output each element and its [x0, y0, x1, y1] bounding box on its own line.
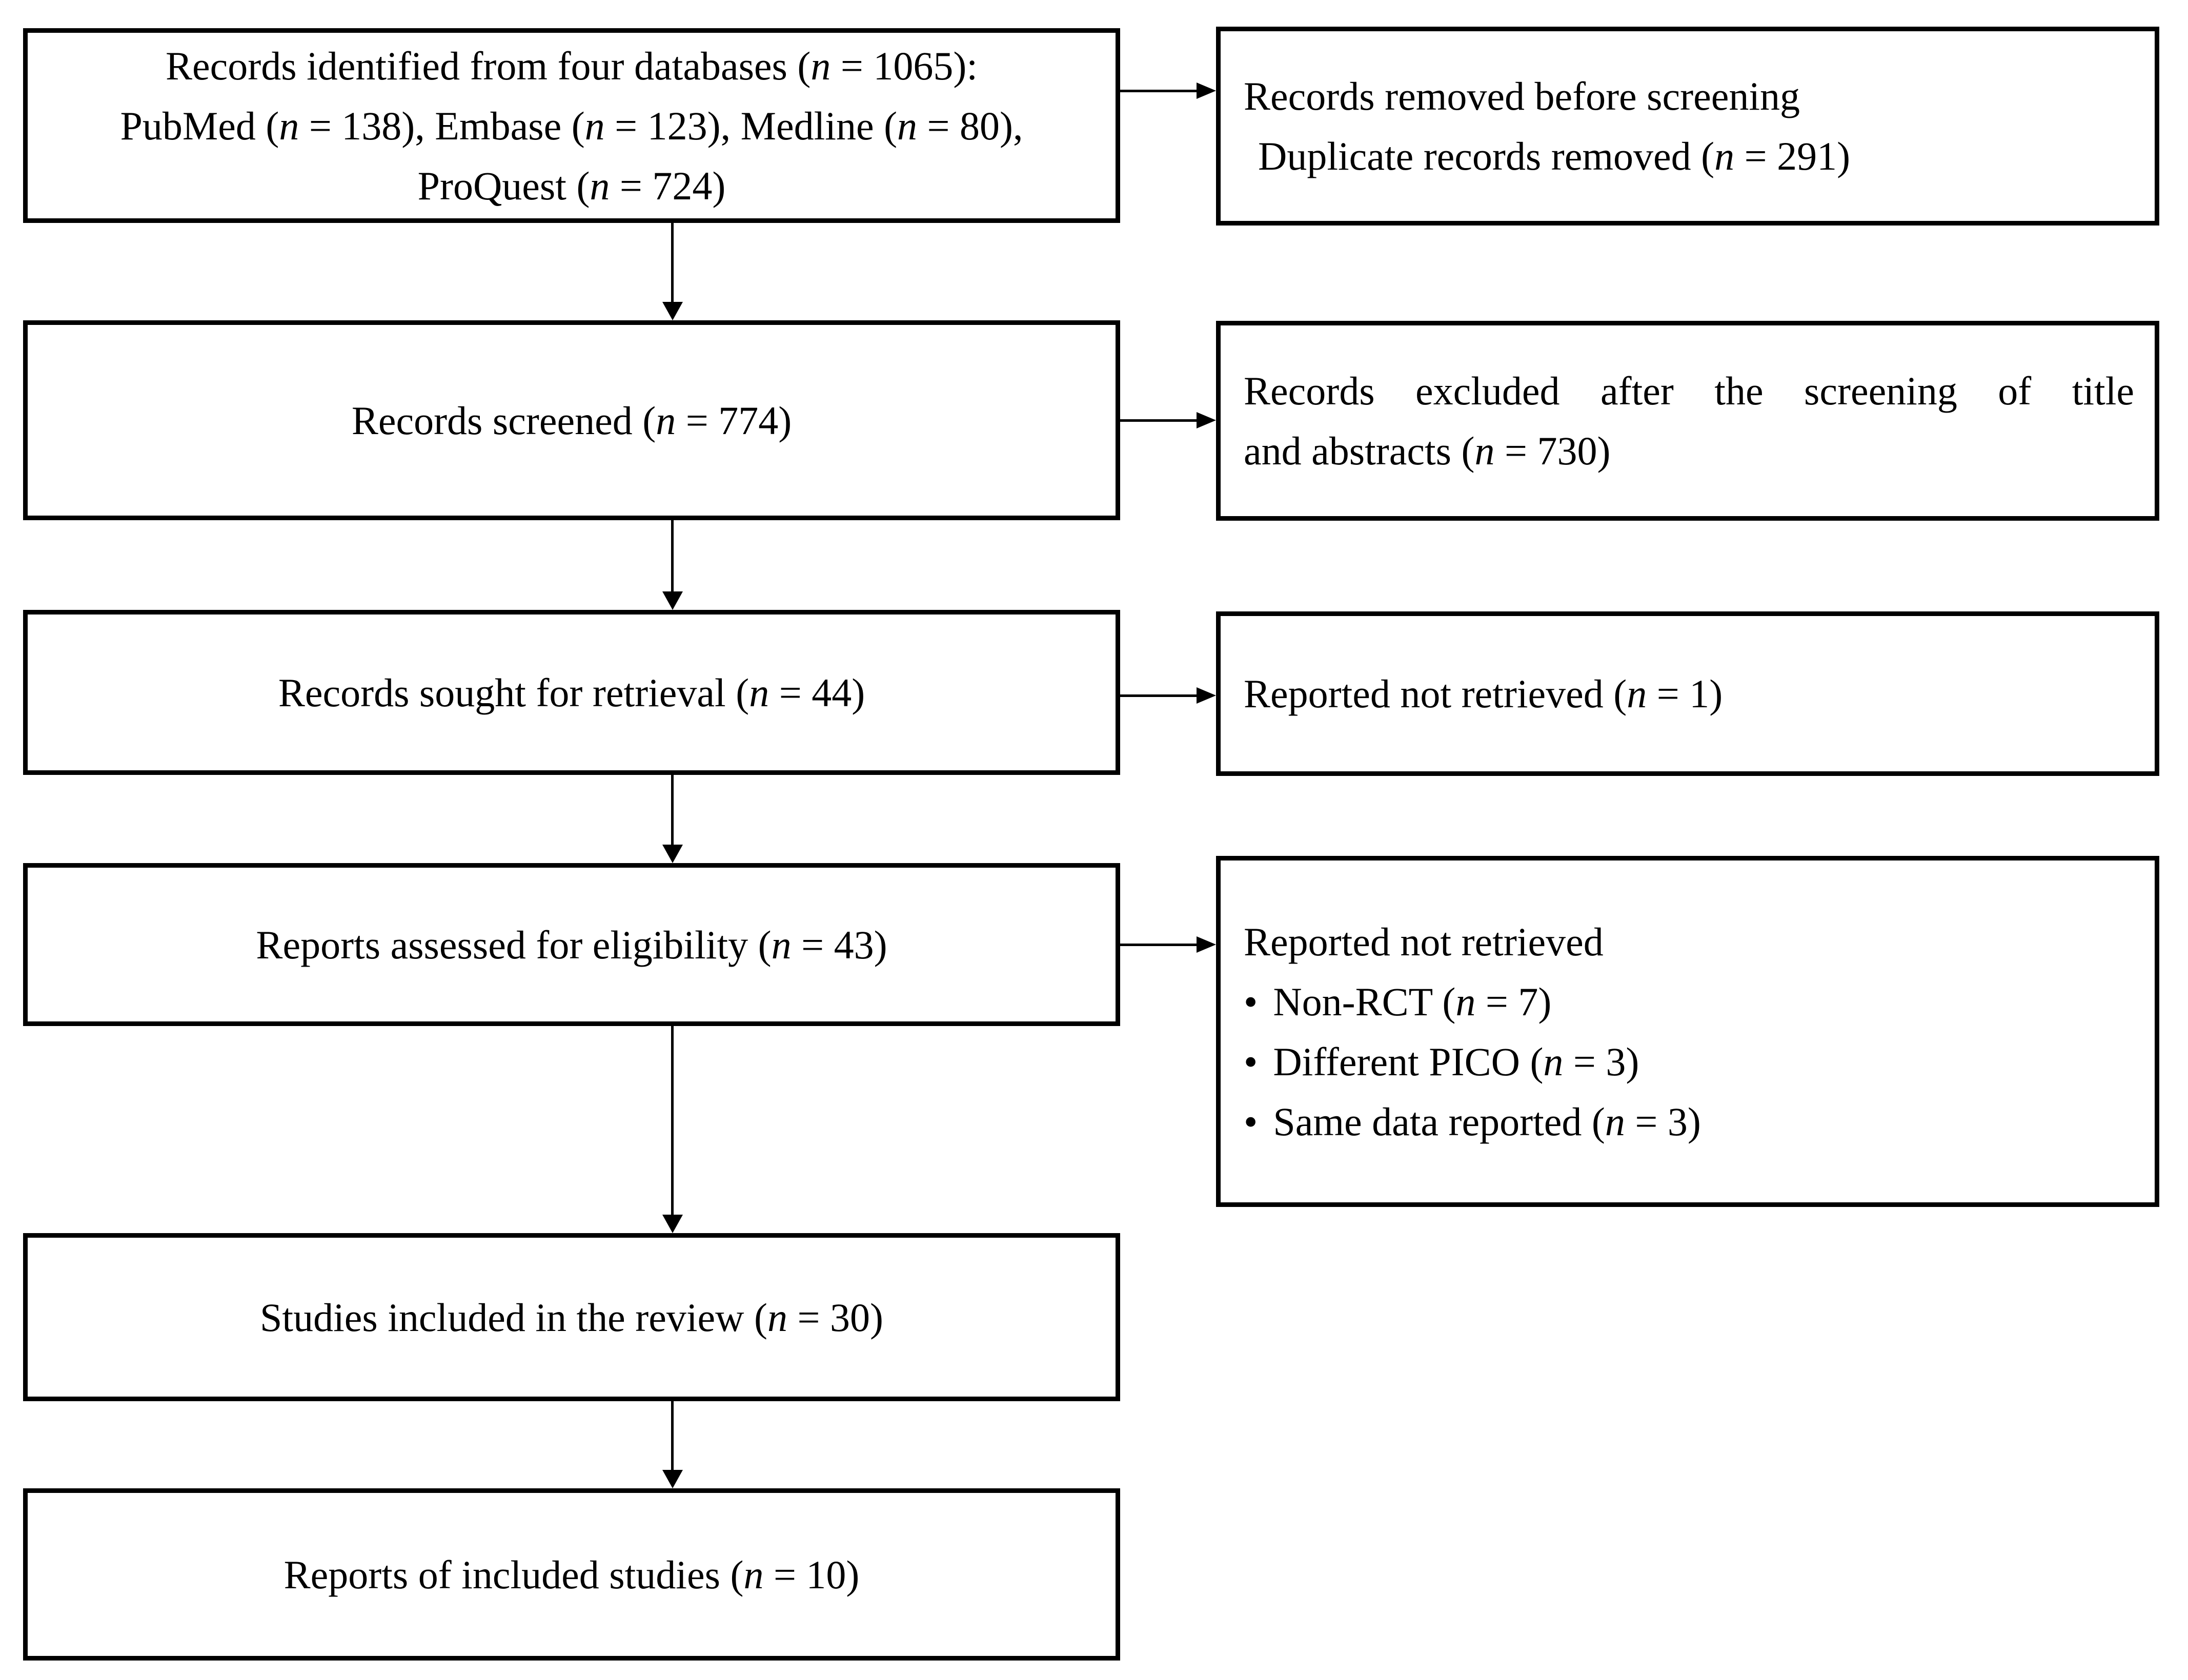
- box-reports-assessed: Reports assessed for eligibility (n = 43…: [23, 863, 1120, 1026]
- n-italic: n: [749, 670, 769, 715]
- box-records-screened: Records screened (n = 774): [23, 320, 1120, 520]
- box-records-sought: Records sought for retrieval (n = 44): [23, 610, 1120, 775]
- box-exclusion-reasons: Reported not retrieved Non-RCT (n = 7) D…: [1216, 856, 2159, 1207]
- n-italic: n: [584, 103, 605, 148]
- n-italic: n: [1474, 428, 1495, 473]
- records-excluded-line1: Records excluded after the screening of …: [1244, 368, 2134, 413]
- arrow-assessed-to-reasons-line: [1120, 944, 1200, 946]
- records-excluded-line2: and abstracts (n = 730): [1244, 428, 1611, 473]
- arrow-screened-to-sought-head-icon: [662, 591, 683, 610]
- box-reported-not-retrieved: Reported not retrieved (n = 1): [1216, 611, 2159, 776]
- arrow-assessed-to-reasons-head-icon: [1197, 936, 1216, 953]
- arrow-included-to-reports-head-icon: [662, 1470, 683, 1488]
- n-italic: n: [1455, 979, 1476, 1024]
- box-records-identified: Records identified from four databases (…: [23, 28, 1120, 223]
- arrow-sought-to-assessed-line: [671, 775, 674, 846]
- studies-included-text: Studies included in the review (n = 30): [260, 1295, 883, 1340]
- exclusion-reason-same-data: Same data reported (n = 3): [1244, 1092, 2134, 1152]
- n-italic: n: [279, 103, 299, 148]
- box-records-removed: Records removed before screening Duplica…: [1216, 27, 2159, 226]
- arrow-included-to-reports-line: [671, 1401, 674, 1471]
- records-identified-line3: ProQuest (n = 724): [417, 163, 726, 208]
- exclusion-reason-non-rct: Non-RCT (n = 7): [1244, 972, 2134, 1032]
- arrow-sought-to-assessed-head-icon: [662, 845, 683, 863]
- reports-assessed-text: Reports assessed for eligibility (n = 43…: [256, 922, 887, 967]
- arrow-screened-to-excluded-head-icon: [1197, 412, 1216, 428]
- records-identified-line1: Records identified from four databases (…: [165, 43, 978, 88]
- n-italic: n: [811, 43, 831, 88]
- n-italic: n: [1627, 671, 1647, 716]
- arrow-screened-to-sought-line: [671, 520, 674, 592]
- reported-not-retrieved-text: Reported not retrieved (n = 1): [1244, 671, 1723, 716]
- records-removed-line2: Duplicate records removed (n = 291): [1258, 134, 1851, 178]
- arrow-identified-to-removed-line: [1120, 90, 1200, 92]
- n-italic: n: [771, 922, 792, 967]
- arrow-identified-to-removed-head-icon: [1197, 83, 1216, 99]
- n-italic: n: [1543, 1039, 1564, 1084]
- n-italic: n: [656, 398, 676, 443]
- records-sought-text: Records sought for retrieval (n = 44): [278, 670, 865, 715]
- box-records-excluded: Records excluded after the screening of …: [1216, 321, 2159, 521]
- n-italic: n: [743, 1552, 764, 1597]
- n-italic: n: [897, 103, 918, 148]
- arrow-screened-to-excluded-line: [1120, 419, 1200, 422]
- n-italic: n: [590, 163, 610, 208]
- records-identified-line2: PubMed (n = 138), Embase (n = 123), Medl…: [120, 103, 1023, 148]
- records-screened-text: Records screened (n = 774): [351, 398, 792, 443]
- box-reports-included: Reports of included studies (n = 10): [23, 1488, 1120, 1661]
- arrow-sought-to-notretrieved-line: [1120, 694, 1200, 697]
- reports-included-text: Reports of included studies (n = 10): [283, 1552, 860, 1597]
- arrow-assessed-to-included-line: [671, 1026, 674, 1216]
- n-italic: n: [1714, 134, 1735, 178]
- n-italic: n: [1605, 1099, 1625, 1144]
- arrow-identified-to-screened-head-icon: [662, 302, 683, 320]
- records-removed-line1: Records removed before screening: [1244, 74, 1800, 118]
- arrow-identified-to-screened-line: [671, 223, 674, 303]
- arrow-sought-to-notretrieved-head-icon: [1197, 687, 1216, 704]
- box-studies-included: Studies included in the review (n = 30): [23, 1233, 1120, 1401]
- exclusion-reasons-list: Non-RCT (n = 7) Different PICO (n = 3) S…: [1244, 972, 2134, 1152]
- n-italic: n: [767, 1295, 787, 1340]
- exclusion-reasons-title: Reported not retrieved: [1244, 919, 1604, 964]
- exclusion-reason-different-pico: Different PICO (n = 3): [1244, 1032, 2134, 1092]
- arrow-assessed-to-included-head-icon: [662, 1215, 683, 1233]
